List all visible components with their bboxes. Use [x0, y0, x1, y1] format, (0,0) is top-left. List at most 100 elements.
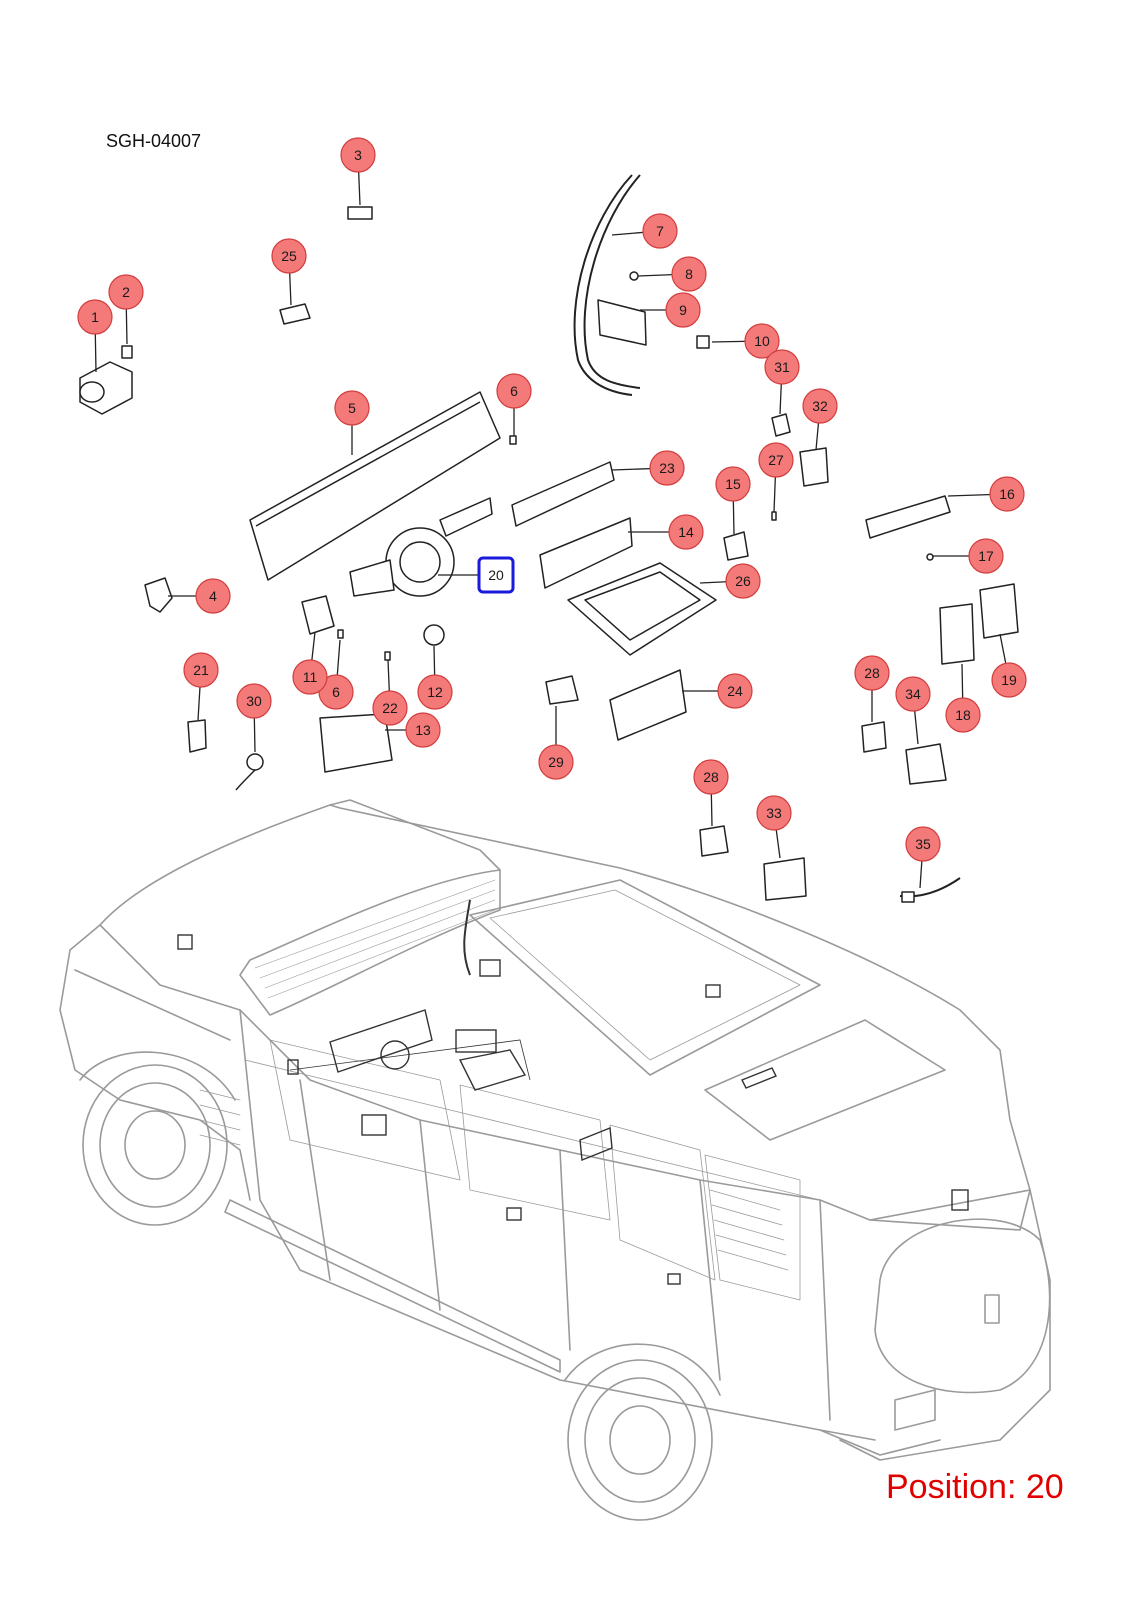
callout-circle[interactable]	[905, 826, 941, 862]
callout-6[interactable]: 6	[496, 373, 532, 409]
part-34	[905, 743, 947, 785]
callout-number: 27	[768, 452, 784, 468]
callout-circle[interactable]	[758, 442, 794, 478]
part-28-lower	[699, 825, 729, 857]
callout-8[interactable]: 8	[671, 256, 707, 292]
callout-18[interactable]: 18	[945, 697, 981, 733]
part-5	[249, 391, 501, 581]
callout-circle[interactable]	[292, 659, 328, 695]
selected-callout-box[interactable]	[477, 556, 515, 594]
callout-31[interactable]: 31	[764, 349, 800, 385]
callout-circle[interactable]	[895, 676, 931, 712]
callout-circle[interactable]	[334, 390, 370, 426]
part-28-upper	[861, 721, 887, 753]
callout-circle[interactable]	[236, 683, 272, 719]
callout-32[interactable]: 32	[802, 388, 838, 424]
part-8	[629, 271, 639, 281]
callout-circle[interactable]	[693, 759, 729, 795]
callout-circle[interactable]	[417, 674, 453, 710]
callout-circle[interactable]	[108, 274, 144, 310]
callout-circle[interactable]	[764, 349, 800, 385]
part-11	[301, 595, 335, 635]
callout-10[interactable]: 10	[744, 323, 780, 359]
callout-2[interactable]: 2	[108, 274, 144, 310]
callout-34[interactable]: 34	[895, 676, 931, 712]
callout-circle[interactable]	[854, 655, 890, 691]
callout-11[interactable]: 11	[292, 659, 328, 695]
callout-circle[interactable]	[372, 690, 408, 726]
part-33	[763, 857, 807, 901]
callout-35[interactable]: 35	[905, 826, 941, 862]
callout-5[interactable]: 5	[334, 390, 370, 426]
callout-circle[interactable]	[717, 673, 753, 709]
callout-circle[interactable]	[725, 563, 761, 599]
callout-circle[interactable]	[195, 578, 231, 614]
callout-number: 20	[488, 567, 504, 583]
callout-28[interactable]: 28	[854, 655, 890, 691]
callout-circle[interactable]	[668, 514, 704, 550]
callout-number: 35	[915, 836, 931, 852]
callout-circle[interactable]	[802, 388, 838, 424]
callout-23[interactable]: 23	[649, 450, 685, 486]
callout-number: 29	[548, 754, 564, 770]
callout-29[interactable]: 29	[538, 744, 574, 780]
callout-25[interactable]: 25	[271, 238, 307, 274]
callout-circle[interactable]	[665, 292, 701, 328]
callout-number: 8	[685, 266, 693, 282]
callout-number: 26	[735, 573, 751, 589]
callout-circle[interactable]	[340, 137, 376, 173]
callout-number: 25	[281, 248, 297, 264]
part-7	[573, 174, 641, 396]
callout-28[interactable]: 28	[693, 759, 729, 795]
callout-22[interactable]: 22	[372, 690, 408, 726]
callout-24[interactable]: 24	[717, 673, 753, 709]
callout-number: 4	[209, 588, 217, 604]
callout-19[interactable]: 19	[991, 662, 1027, 698]
callout-1[interactable]: 1	[77, 299, 113, 335]
callout-circle[interactable]	[538, 744, 574, 780]
callout-circle[interactable]	[405, 712, 441, 748]
callout-circle[interactable]	[945, 697, 981, 733]
callout-4[interactable]: 4	[195, 578, 231, 614]
part-31	[771, 413, 791, 437]
callout-circle[interactable]	[991, 662, 1027, 698]
callout-33[interactable]: 33	[756, 795, 792, 831]
callout-14[interactable]: 14	[668, 514, 704, 550]
callout-16[interactable]: 16	[989, 476, 1025, 512]
callout-21[interactable]: 21	[183, 652, 219, 688]
part-4	[144, 577, 173, 613]
callout-circle[interactable]	[671, 256, 707, 292]
callout-circle[interactable]	[271, 238, 307, 274]
callout-circle[interactable]	[715, 466, 751, 502]
part-18	[939, 603, 975, 665]
callout-15[interactable]: 15	[715, 466, 751, 502]
part-12	[423, 624, 445, 646]
callout-circle[interactable]	[968, 538, 1004, 574]
callout-circle[interactable]	[183, 652, 219, 688]
callout-3[interactable]: 3	[340, 137, 376, 173]
callout-circle[interactable]	[496, 373, 532, 409]
callout-circle[interactable]	[649, 450, 685, 486]
vehicle-illustration	[59, 799, 1051, 1521]
callout-number: 33	[766, 805, 782, 821]
callout-number: 13	[415, 722, 431, 738]
callout-9[interactable]: 9	[665, 292, 701, 328]
callout-13[interactable]: 13	[405, 712, 441, 748]
vehicle-installed-parts	[177, 899, 969, 1285]
callout-7[interactable]: 7	[642, 213, 678, 249]
callout-number: 15	[725, 476, 741, 492]
callout-20[interactable]: 20	[477, 556, 515, 594]
callout-17[interactable]: 17	[968, 538, 1004, 574]
callout-27[interactable]: 27	[758, 442, 794, 478]
callout-circle[interactable]	[989, 476, 1025, 512]
callout-circle[interactable]	[744, 323, 780, 359]
callout-circle[interactable]	[756, 795, 792, 831]
callout-30[interactable]: 30	[236, 683, 272, 719]
callout-circle[interactable]	[642, 213, 678, 249]
callout-12[interactable]: 12	[417, 674, 453, 710]
callout-circle[interactable]	[77, 299, 113, 335]
part-20	[349, 497, 493, 597]
position-indicator: Position: 20	[886, 1468, 1064, 1506]
callout-26[interactable]: 26	[725, 563, 761, 599]
